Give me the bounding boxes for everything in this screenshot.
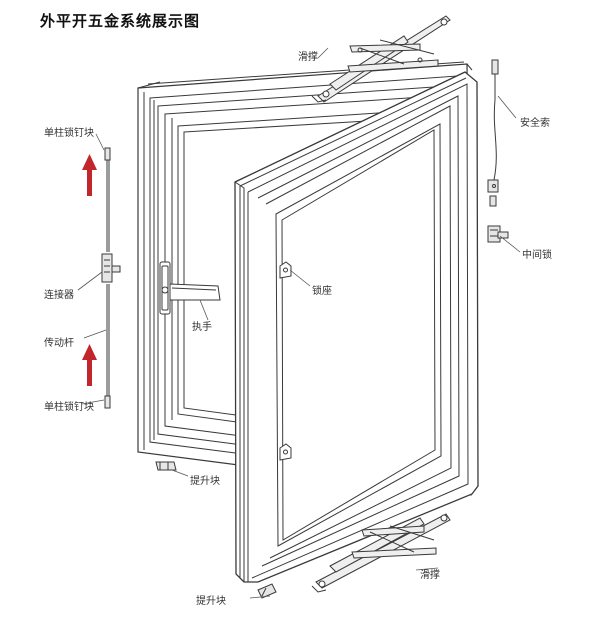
label-safety-cable: 安全索: [520, 118, 550, 129]
middle-lock: [487, 225, 509, 243]
friction-stay-top: [311, 15, 451, 103]
lift-block-2: [257, 583, 277, 599]
diagram-title: 外平开五金系统展示图: [40, 12, 201, 30]
label-lift-block-2: 提升块: [196, 596, 226, 607]
lock-seat-upper: [279, 261, 292, 279]
friction-stay-bottom: [311, 513, 451, 593]
label-lock-seat: 锁座: [312, 286, 332, 297]
label-middle-lock: 中间锁: [522, 250, 552, 261]
upward-arrow-top: [82, 154, 97, 196]
label-friction-stay-top: 滑撑: [298, 52, 318, 63]
upward-arrows: [82, 154, 97, 386]
safety-cable: [487, 59, 499, 207]
transmission-rod: [101, 147, 121, 409]
label-lift-block-1: 提升块: [190, 476, 220, 487]
label-friction-stay-bottom: 滑撑: [420, 570, 440, 581]
leader-lines: [77, 47, 521, 599]
window-sash: [234, 71, 479, 583]
label-transmission-rod: 传动杆: [44, 338, 74, 349]
label-lock-block-top: 单柱锁钉块: [44, 128, 94, 139]
upward-arrow-bottom: [82, 344, 97, 386]
label-handle: 执手: [192, 322, 212, 333]
lift-block-1: [155, 461, 177, 471]
handle: [159, 261, 221, 315]
lock-seat-lower: [279, 443, 292, 461]
label-lock-block-bottom: 单柱锁钉块: [44, 402, 94, 413]
label-connector: 连接器: [44, 290, 74, 301]
